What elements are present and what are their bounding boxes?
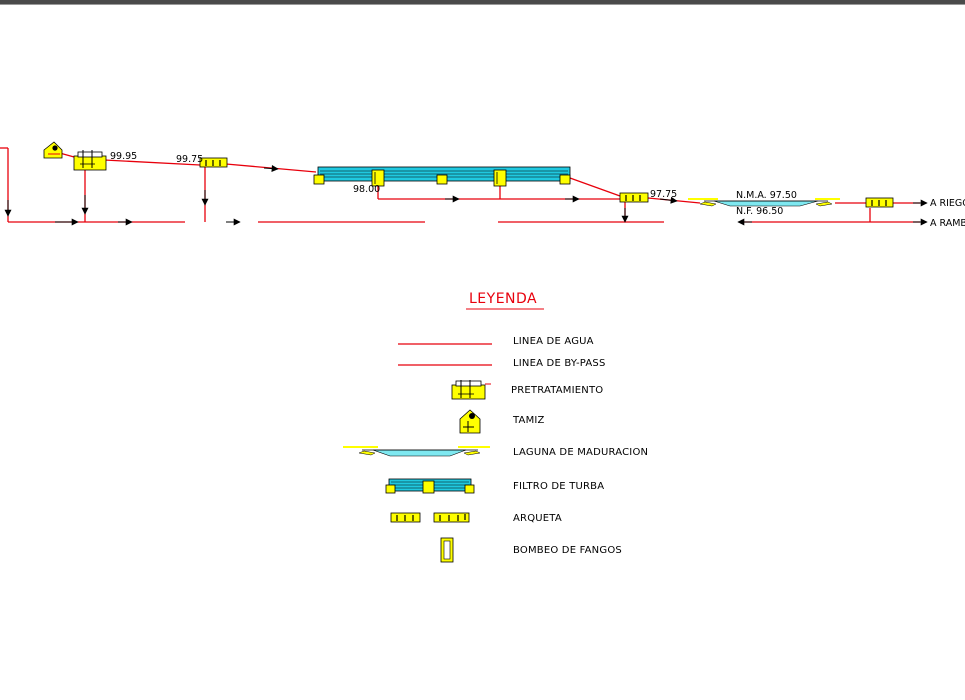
legend-item-label: LINEA DE BY-PASS — [513, 358, 606, 369]
sludge-pump-symbol — [440, 537, 454, 563]
flow-arrows — [4, 165, 928, 226]
legend: LEYENDA LINEA DE AGUA LINEA DE BY-PASS P… — [343, 291, 648, 563]
level-nma: N.M.A. 97.50 — [736, 190, 797, 201]
level-nf: N.F. 96.50 — [736, 206, 783, 217]
screen-unit — [43, 141, 63, 159]
legend-item-label: LAGUNA DE MADURACION — [513, 447, 648, 458]
maturation-pond-unit — [688, 198, 840, 207]
level-pretreatment: 99.95 — [110, 151, 137, 162]
legend-item-label: PRETRATAMIENTO — [511, 385, 603, 396]
pretreatment-symbol — [451, 380, 491, 400]
peat-filter-unit — [313, 166, 571, 187]
peat-filter-symbol — [385, 478, 475, 494]
legend-item-label: FILTRO DE TURBA — [513, 481, 604, 492]
window-top-border — [0, 0, 965, 5]
legend-item-label: LINEA DE AGUA — [513, 336, 594, 347]
screen-symbol — [459, 409, 481, 434]
level-arqueta-1: 99.75 — [176, 154, 203, 165]
legend-title: LEYENDA — [469, 291, 537, 307]
level-filter: 98.00 — [353, 184, 380, 195]
outlet-riego: A RIEGO — [930, 198, 965, 209]
manhole-unit-3 — [865, 197, 894, 208]
level-arqueta-2: 97.75 — [650, 189, 677, 200]
pretreatment-unit — [73, 150, 107, 171]
legend-item-label: TAMIZ — [512, 415, 545, 426]
manhole-unit-1 — [199, 157, 228, 168]
legend-item-label: ARQUETA — [513, 513, 562, 524]
maturation-pond-symbol — [343, 446, 490, 457]
manhole-symbol — [390, 512, 470, 523]
manhole-unit-2 — [619, 192, 649, 203]
legend-item-label: BOMBEO DE FANGOS — [513, 545, 622, 556]
